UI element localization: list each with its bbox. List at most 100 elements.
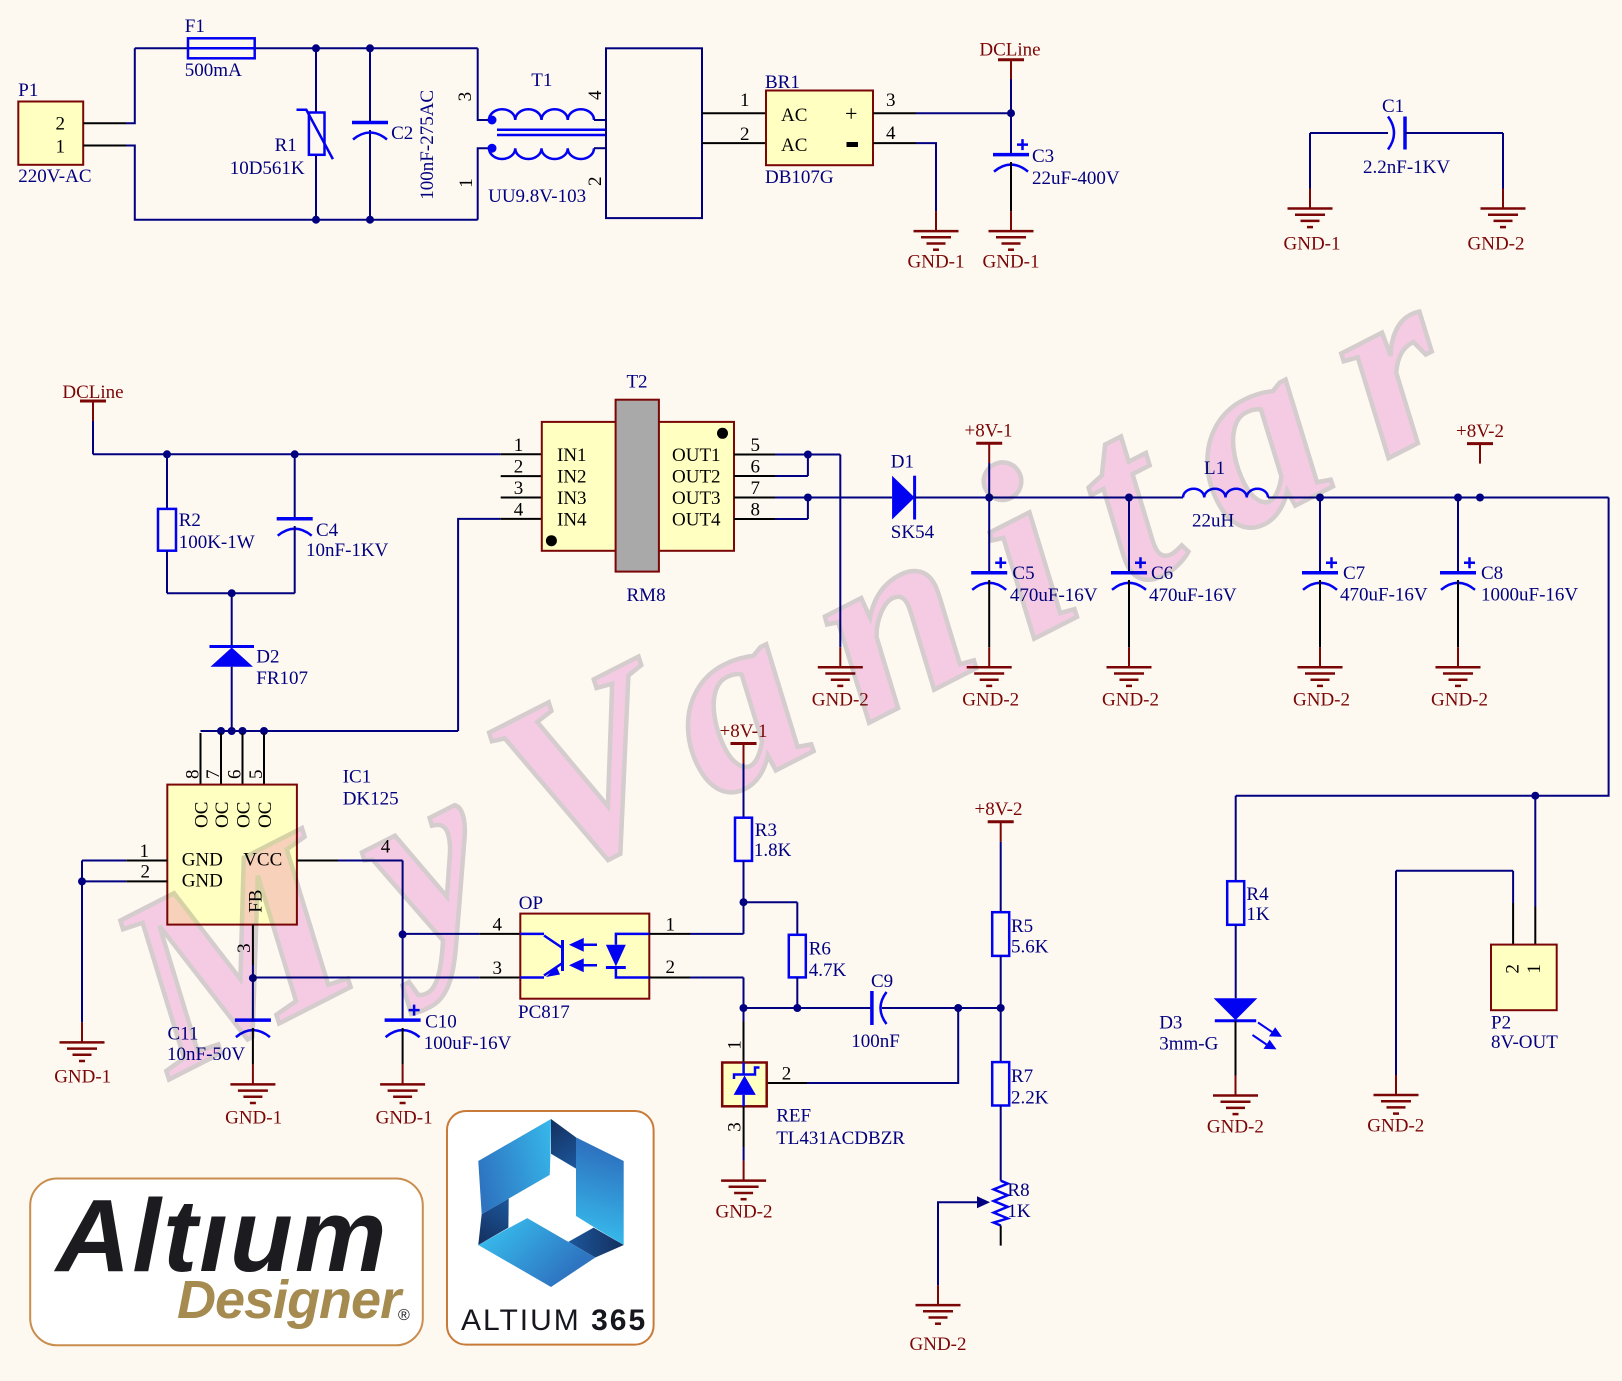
svg-text:6: 6 [225,770,246,780]
svg-text:PC817: PC817 [518,1002,570,1023]
svg-text:4: 4 [381,837,391,858]
svg-text:8: 8 [183,770,204,780]
svg-text:4: 4 [886,123,896,144]
svg-text:4.7K: 4.7K [809,960,847,981]
svg-text:GND-2: GND-2 [1431,690,1488,711]
svg-text:C2: C2 [391,123,413,144]
svg-text:2: 2 [740,124,750,145]
svg-text:RM8: RM8 [627,585,666,606]
svg-text:470uF-16V: 470uF-16V [1340,585,1428,606]
svg-text:3mm-G: 3mm-G [1159,1034,1218,1055]
svg-text:10D561K: 10D561K [230,158,305,179]
svg-text:2: 2 [1503,964,1524,974]
svg-text:470uF-16V: 470uF-16V [1010,585,1098,606]
svg-text:Altıum: Altıum [53,1178,388,1293]
svg-text:OUT2: OUT2 [672,467,721,488]
svg-text:IC1: IC1 [343,767,372,788]
svg-text:100K-1W: 100K-1W [179,532,255,553]
svg-text:F1: F1 [185,16,205,37]
svg-text:1: 1 [140,841,150,862]
svg-text:220V-AC: 220V-AC [18,166,91,187]
svg-text:3: 3 [725,1122,746,1132]
svg-text:TL431ACDBZR: TL431ACDBZR [776,1128,905,1149]
svg-text:D1: D1 [891,452,914,473]
svg-text:C8: C8 [1481,563,1503,584]
svg-text:GND-2: GND-2 [1102,690,1159,711]
svg-text:+8V-2: +8V-2 [974,799,1022,820]
svg-text:FR107: FR107 [256,668,308,689]
svg-text:R4: R4 [1246,884,1269,905]
svg-text:OC: OC [212,802,233,828]
svg-text:2: 2 [585,177,606,187]
svg-text:C4: C4 [316,520,339,541]
svg-text:4: 4 [585,90,606,100]
svg-text:+8V-1: +8V-1 [719,721,767,742]
svg-text:3: 3 [886,90,896,111]
svg-text:10nF-50V: 10nF-50V [167,1044,245,1065]
svg-text:P1: P1 [18,80,38,101]
svg-text:6: 6 [751,457,761,478]
svg-text:IN4: IN4 [557,510,587,531]
svg-text:R3: R3 [755,820,777,841]
svg-text:GND-2: GND-2 [716,1202,773,1223]
svg-text:IN3: IN3 [557,488,587,509]
svg-text:3: 3 [493,958,503,979]
svg-text:ALTIUM 365: ALTIUM 365 [461,1304,647,1337]
svg-text:R2: R2 [179,510,201,531]
svg-text:GND: GND [182,850,223,871]
svg-text:1.8K: 1.8K [754,840,792,861]
svg-text:IN1: IN1 [557,445,587,466]
svg-text:2.2K: 2.2K [1011,1088,1049,1109]
svg-text:OUT3: OUT3 [672,488,721,509]
svg-text:C3: C3 [1032,146,1054,167]
svg-text:100nF: 100nF [851,1031,900,1052]
svg-text:T2: T2 [626,372,647,393]
svg-text:1K: 1K [1007,1201,1031,1222]
svg-text:C1: C1 [1382,96,1404,117]
svg-text:OC: OC [255,802,276,828]
svg-text:3: 3 [455,92,476,102]
svg-text:GND-2: GND-2 [812,690,869,711]
svg-text:1: 1 [456,178,477,188]
svg-text:470uF-16V: 470uF-16V [1149,585,1237,606]
svg-text:OC: OC [234,802,255,828]
svg-text:R8: R8 [1007,1180,1029,1201]
svg-text:AC: AC [781,135,807,156]
svg-text:3: 3 [514,478,524,499]
svg-text:R7: R7 [1011,1066,1033,1087]
svg-text:GND-2: GND-2 [910,1334,967,1355]
svg-text:2: 2 [666,957,676,978]
svg-text:1: 1 [514,435,524,456]
svg-text:1: 1 [56,137,66,158]
svg-text:SK54: SK54 [891,522,935,543]
svg-text:2: 2 [514,457,524,478]
svg-text:10nF-1KV: 10nF-1KV [306,540,389,561]
svg-text:GND-2: GND-2 [1367,1116,1424,1137]
svg-text:BR1: BR1 [765,72,800,93]
svg-text:GND-1: GND-1 [983,252,1040,273]
svg-text:1K: 1K [1246,904,1270,925]
svg-text:OP: OP [519,893,543,914]
svg-text:2: 2 [782,1064,792,1085]
svg-text:C10: C10 [425,1012,457,1033]
svg-text:+8V-1: +8V-1 [964,421,1012,442]
svg-text:8: 8 [751,500,761,521]
svg-text:DK125: DK125 [343,789,399,810]
svg-text:GND-2: GND-2 [1293,690,1350,711]
svg-text:5.6K: 5.6K [1011,937,1049,958]
svg-text:IN2: IN2 [557,467,587,488]
svg-text:100nF-275AC: 100nF-275AC [417,90,438,200]
svg-text:DB107G: DB107G [765,167,834,188]
svg-text:UU9.8V-103: UU9.8V-103 [488,186,586,207]
svg-text:+: + [845,101,857,126]
svg-text:GND-1: GND-1 [225,1108,282,1129]
svg-text:D2: D2 [256,647,279,668]
svg-text:DCLine: DCLine [62,382,123,403]
svg-text:P2: P2 [1491,1013,1511,1034]
svg-text:500mA: 500mA [185,60,242,81]
svg-text:5: 5 [246,770,267,780]
svg-text:R6: R6 [809,939,831,960]
svg-text:8V-OUT: 8V-OUT [1491,1032,1558,1053]
svg-text:GND-1: GND-1 [908,252,965,273]
svg-text:®: ® [398,1307,410,1324]
